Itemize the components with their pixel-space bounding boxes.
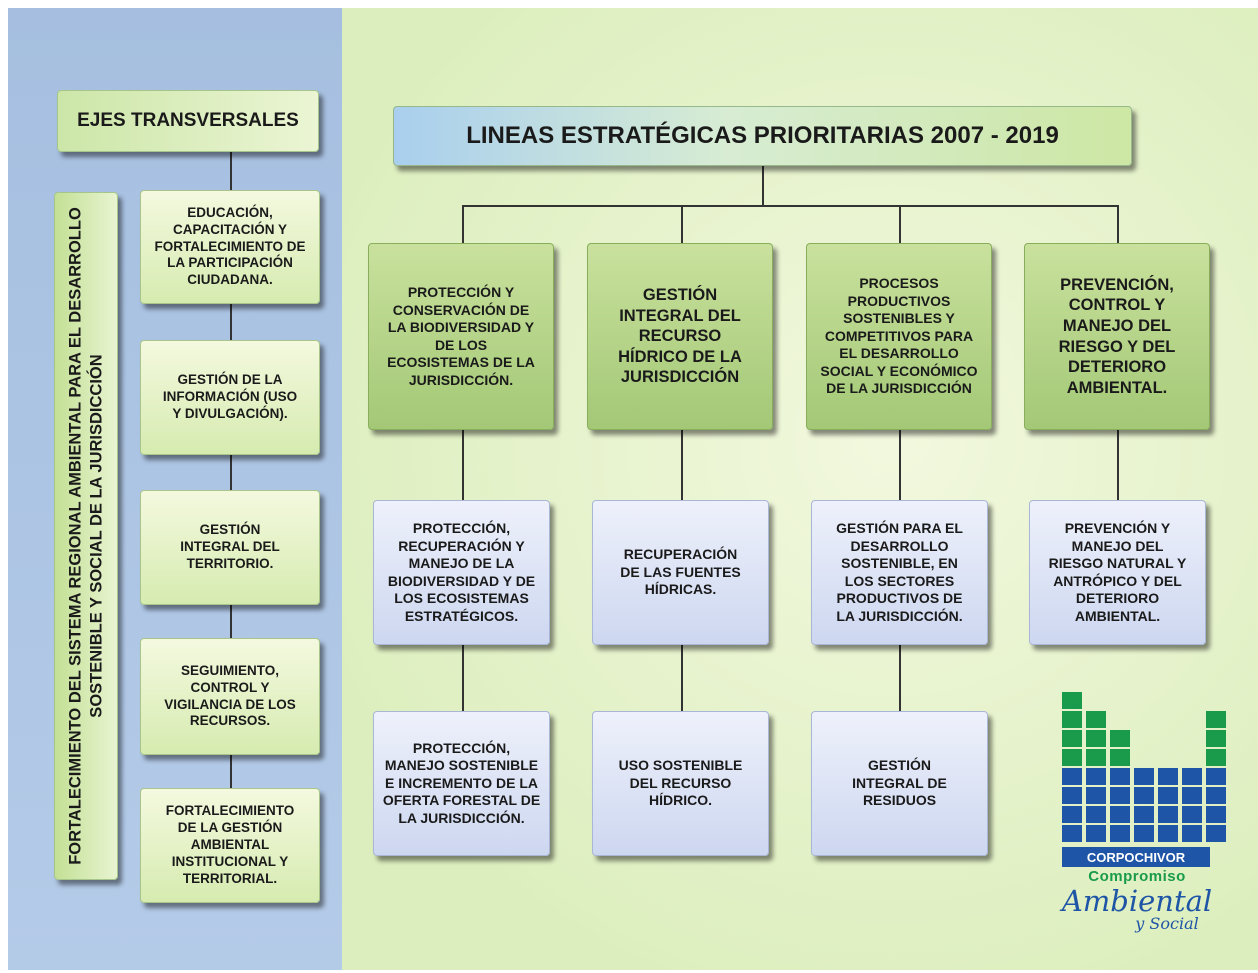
connector [899,645,901,711]
logo-square [1086,768,1106,785]
logo-square [1110,730,1130,747]
logo-square [1086,749,1106,766]
logo-square [1206,787,1226,804]
logo-square [1182,806,1202,823]
logo-square [1110,825,1130,842]
logo-square [1134,806,1154,823]
logo-square [1062,768,1082,785]
logo-square [1086,730,1106,747]
logo-square [1062,787,1082,804]
logo-square [1134,787,1154,804]
connector [462,205,464,245]
logo-square [1158,787,1178,804]
logo-square [1158,806,1178,823]
page-title: LINEAS ESTRATÉGICAS PRIORITARIAS 2007 - … [393,106,1132,166]
logo-square [1110,749,1130,766]
logo-square [1182,768,1202,785]
connector [1117,205,1119,245]
connector [681,430,683,500]
logo-square [1206,768,1226,785]
logo-square [1110,787,1130,804]
logo-square [1086,787,1106,804]
logo-name: CORPOCHIVOR [1062,847,1210,867]
logo-square [1086,711,1106,728]
logo-square [1182,825,1202,842]
connector [899,205,901,245]
connector [462,645,464,711]
transversal-axis-box: FORTALECIMIENTO DE LA GESTIÓN AMBIENTAL … [140,788,320,903]
logo-square [1206,711,1226,728]
connector [462,205,1118,207]
connector [230,455,232,490]
program-box: PREVENCIÓN Y MANEJO DEL RIESGO NATURAL Y… [1029,500,1206,645]
vertical-label: FORTALECIMIENTO DEL SISTEMA REGIONAL AMB… [54,192,118,880]
logo-square [1062,730,1082,747]
connector [899,430,901,500]
logo-square [1206,825,1226,842]
program-box: PROTECCIÓN, MANEJO SOSTENIBLE E INCREMEN… [373,711,550,856]
connector [1117,430,1119,500]
transversal-axis-box: SEGUIMIENTO, CONTROL Y VIGILANCIA DE LOS… [140,638,320,755]
vertical-label-text: FORTALECIMIENTO DEL SISTEMA REGIONAL AMB… [66,207,105,865]
connector [681,645,683,711]
logo-square [1206,749,1226,766]
program-box: GESTIÓN INTEGRAL DE RESIDUOS [811,711,988,856]
program-box: PROTECCIÓN, RECUPERACIÓN Y MANEJO DE LA … [373,500,550,645]
strategic-line-box: GESTIÓN INTEGRAL DEL RECURSO HÍDRICO DE … [587,243,773,430]
logo-square [1134,768,1154,785]
program-box: USO SOSTENIBLE DEL RECURSO HÍDRICO. [592,711,769,856]
program-box: RECUPERACIÓN DE LAS FUENTES HÍDRICAS. [592,500,769,645]
transversal-axis-box: GESTIÓN DE LA INFORMACIÓN (USO Y DIVULGA… [140,340,320,455]
strategic-line-box: PROTECCIÓN Y CONSERVACIÓN DE LA BIODIVER… [368,243,554,430]
connector [230,304,232,340]
logo-square [1182,787,1202,804]
connector [681,205,683,245]
logo-tagline-3: y Social [1135,914,1199,933]
logo-square [1086,825,1106,842]
logo-square [1110,806,1130,823]
connector [230,605,232,638]
logo-square [1158,825,1178,842]
transversal-axis-box: GESTIÓN INTEGRAL DEL TERRITORIO. [140,490,320,605]
logo-square [1110,768,1130,785]
logo-square [1206,730,1226,747]
strategic-line-box: PROCESOS PRODUCTIVOS SOSTENIBLES Y COMPE… [806,243,992,430]
logo-square [1206,806,1226,823]
transversal-axis-box: EDUCACIÓN, CAPACITACIÓN Y FORTALECIMIENT… [140,190,320,304]
corpochivor-logo: CORPOCHIVOR Compromiso Ambiental y Socia… [1052,692,1226,942]
logo-square [1086,806,1106,823]
program-box: GESTIÓN PARA EL DESARROLLO SOSTENIBLE, E… [811,500,988,645]
connector [230,152,232,192]
logo-square [1062,692,1082,709]
connector [762,166,764,206]
logo-tagline-1: Compromiso [1088,868,1186,885]
logo-tagline-2: Ambiental [1061,884,1213,918]
connector [230,755,232,788]
logo-square [1158,768,1178,785]
connector [462,430,464,500]
side-title: EJES TRANSVERSALES [57,90,319,152]
logo-square [1062,749,1082,766]
logo-square [1134,825,1154,842]
logo-square [1062,825,1082,842]
logo-square [1062,806,1082,823]
strategic-line-box: PREVENCIÓN, CONTROL Y MANEJO DEL RIESGO … [1024,243,1210,430]
logo-square [1062,711,1082,728]
